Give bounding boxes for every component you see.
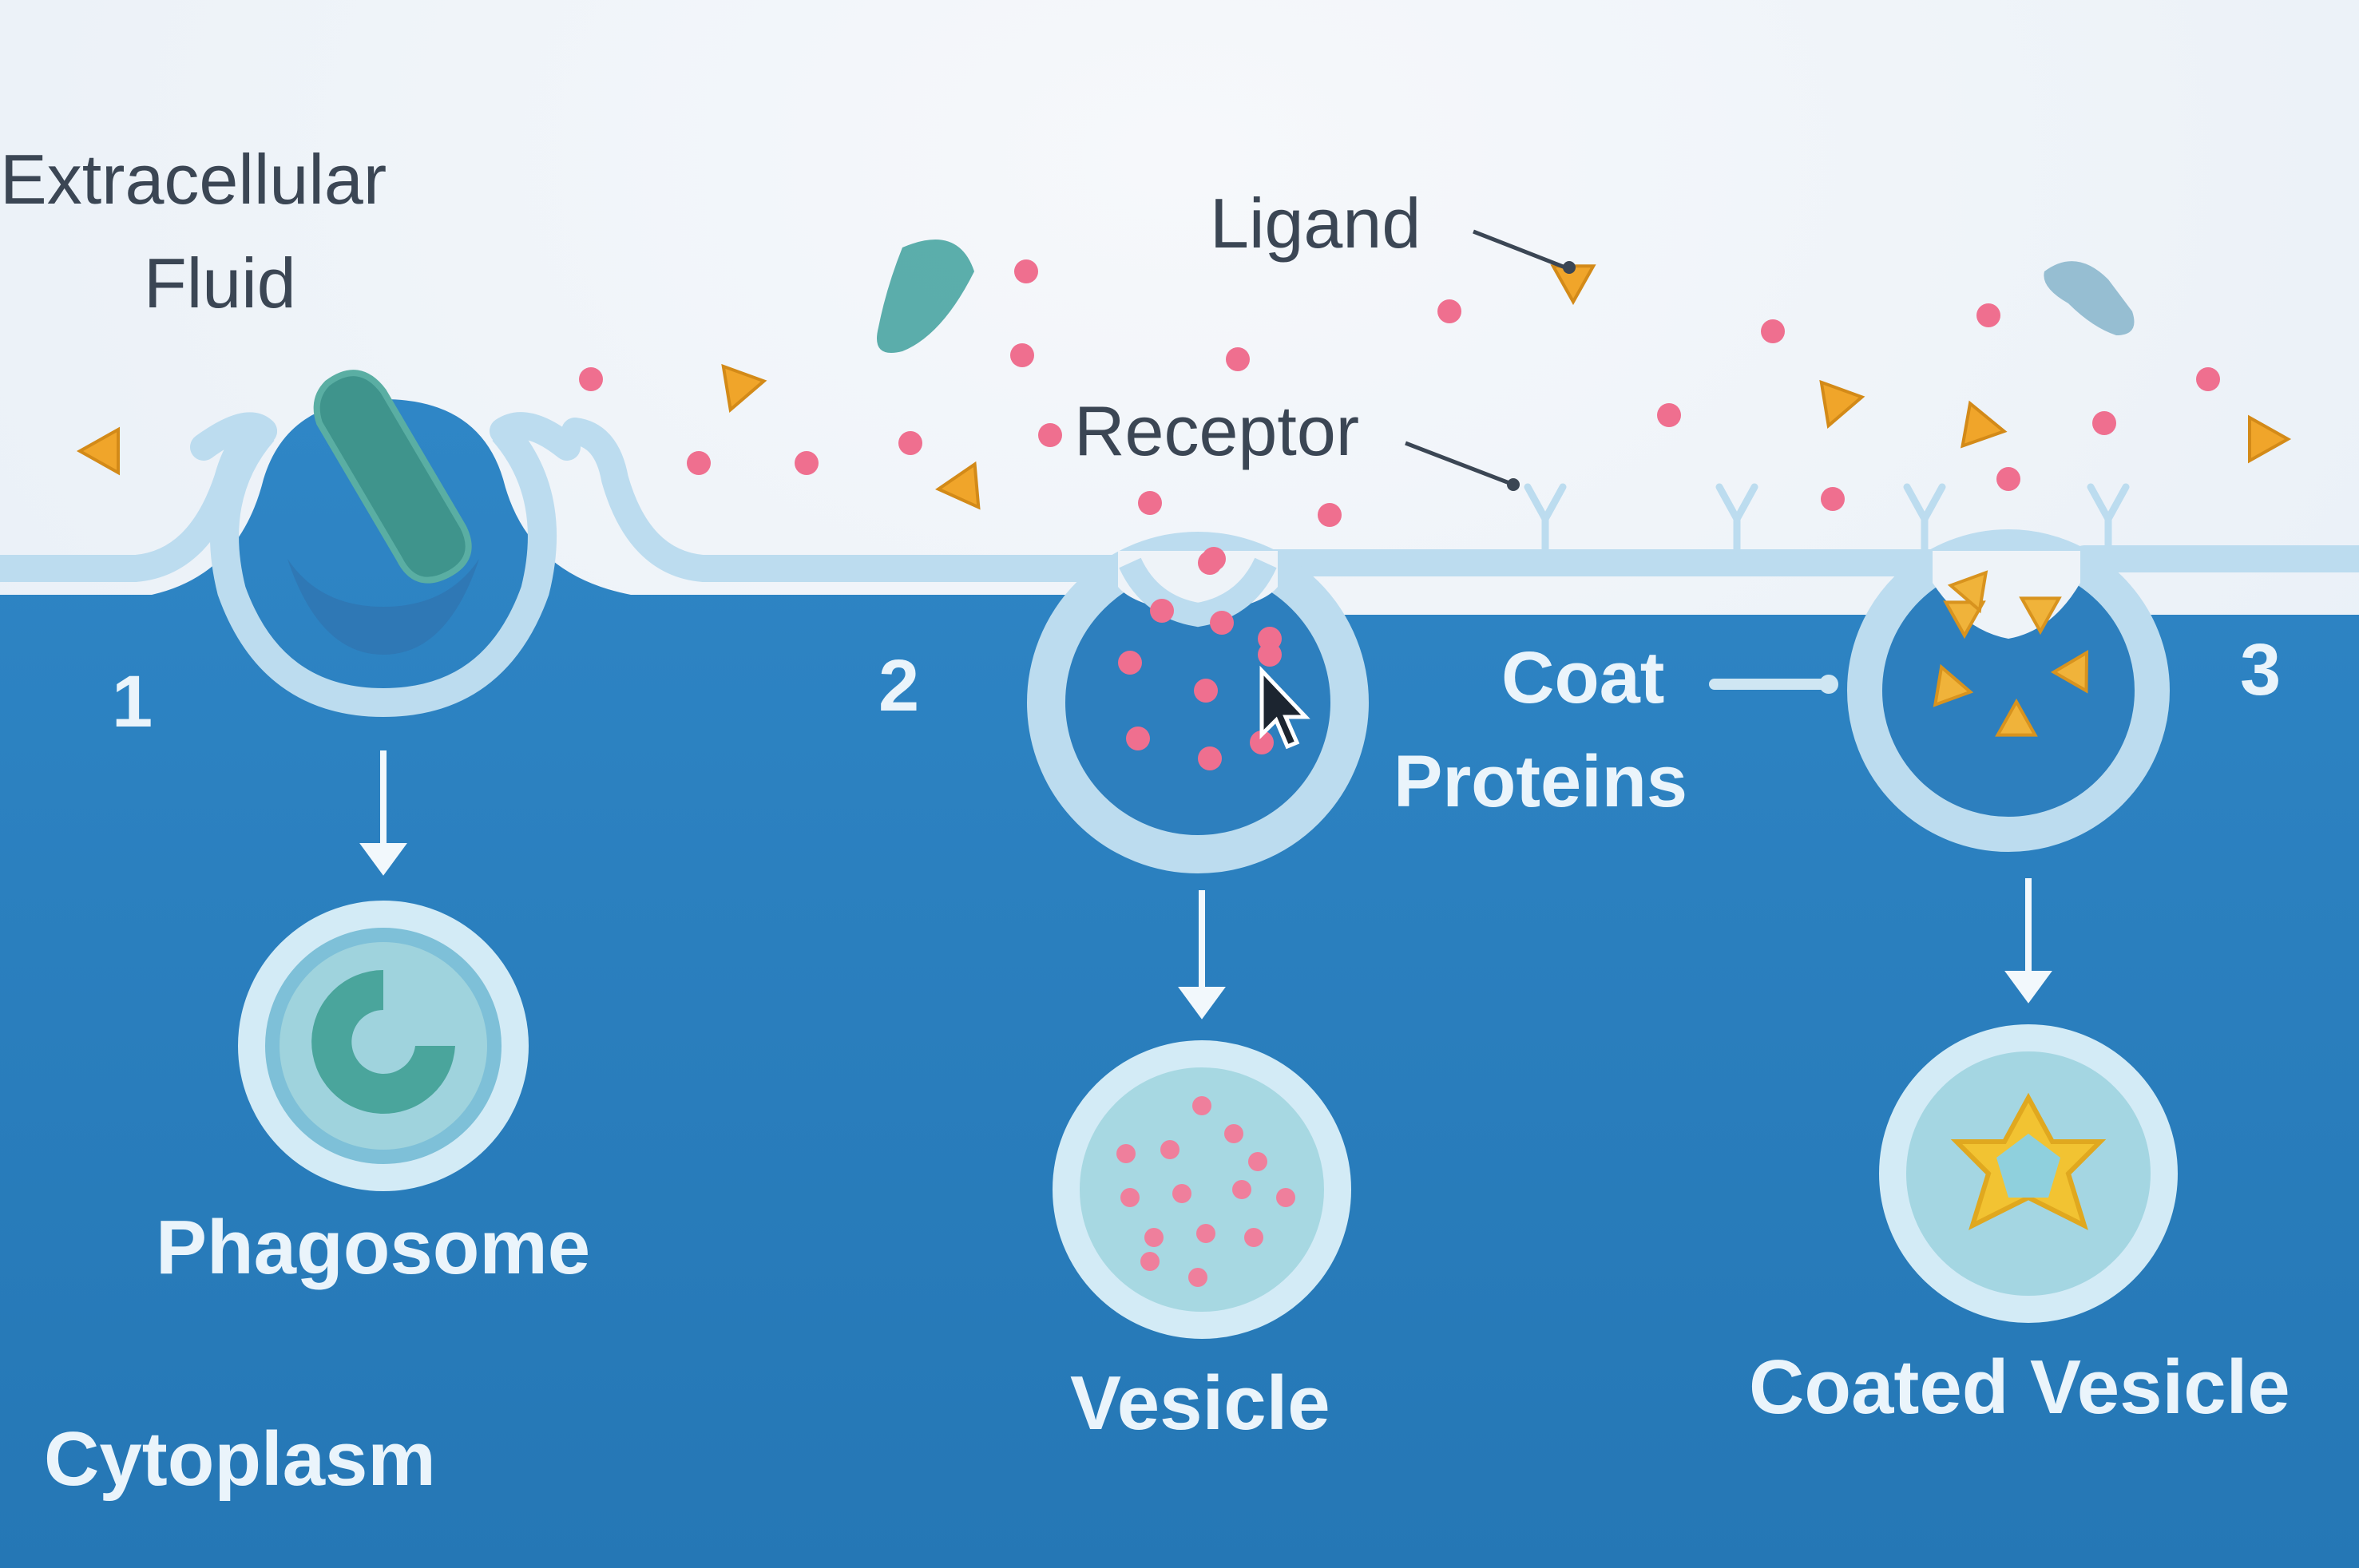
ligand-dot	[1657, 403, 1681, 427]
receptor-label: Receptor	[1074, 391, 1359, 470]
receptor	[1524, 483, 1567, 563]
phagosome-vesicle	[238, 901, 529, 1191]
ligand-dot	[1976, 303, 2000, 327]
plasma-membrane-right	[1252, 545, 2359, 576]
vesicle-dot	[1224, 1124, 1243, 1143]
ligand-dot	[1821, 487, 1845, 511]
ligand-dot	[1202, 547, 1226, 571]
cytoplasm-region	[0, 399, 2359, 1568]
ligand-triangle	[935, 461, 981, 510]
ligand-dot	[1010, 343, 1034, 367]
ligand-dot	[2196, 367, 2220, 391]
vesicle-label: Vesicle	[1070, 1360, 1330, 1446]
receptor-leader-line	[1405, 441, 1510, 485]
ligand-dot	[795, 451, 819, 475]
coated-vesicle	[1879, 1024, 2178, 1323]
coat-leader-line	[1709, 679, 1829, 690]
coat-leader-dot	[1819, 675, 1838, 694]
vesicle-dot	[1160, 1140, 1180, 1159]
vesicle-dot	[1196, 1224, 1215, 1243]
vesicle-dot	[1244, 1228, 1263, 1247]
ligand-dot	[1318, 503, 1342, 527]
vesicle-dot	[1276, 1188, 1295, 1207]
receptor	[1903, 483, 1946, 563]
ligand-dot	[1258, 643, 1282, 667]
ligand-triangle	[76, 426, 120, 476]
step-1-number: 1	[112, 661, 153, 742]
ligand-label: Ligand	[1210, 184, 1421, 263]
coat-protein	[1943, 600, 1986, 639]
ligand-triangle	[1961, 400, 2008, 449]
vesicle-dot	[1140, 1252, 1160, 1271]
phagocytosis-pocket	[190, 412, 581, 718]
ligand-triangle	[721, 363, 767, 414]
coat-protein	[2019, 596, 2062, 636]
coat-protein	[2050, 649, 2089, 694]
vesicle-dot	[1120, 1188, 1140, 1207]
extracellular-label-line2: Fluid	[144, 244, 296, 323]
ligand-dot	[2092, 411, 2116, 435]
step-3-number: 3	[2240, 629, 2281, 711]
ligand-leader-line	[1473, 229, 1566, 270]
vesicle-dot	[1232, 1180, 1251, 1199]
vesicle-dot	[1188, 1268, 1207, 1287]
vesicle-dot	[1172, 1184, 1191, 1203]
vesicle-dot	[1248, 1152, 1267, 1171]
ligand-dot	[1198, 746, 1222, 770]
extracellular-label-line1: Extracellular	[0, 140, 387, 219]
receptor	[1715, 483, 1758, 563]
bacterium-fragment	[2044, 261, 2135, 335]
ligand-dot	[898, 431, 922, 455]
pinocytosis-pocket	[1027, 532, 1369, 873]
phagosome-label: Phagosome	[156, 1205, 590, 1290]
ligand-triangle	[2248, 414, 2292, 464]
ligand-particles	[76, 259, 2292, 770]
vesicle-dot	[1116, 1144, 1136, 1163]
coat-protein	[1995, 698, 2038, 737]
ligand-dot	[1038, 423, 1062, 447]
ligand-dot	[1014, 259, 1038, 283]
ligand-dot	[579, 367, 603, 391]
coat-protein	[1933, 663, 1974, 707]
ligand-dot	[687, 451, 711, 475]
vesicle-dot	[1144, 1228, 1164, 1247]
pointer-cursor-icon	[1259, 665, 1310, 750]
ligand-dot	[1250, 731, 1274, 754]
ligand-dot	[1226, 347, 1250, 371]
step-2-number: 2	[878, 645, 919, 727]
receptor-leader-dot	[1507, 478, 1520, 491]
ligand-dot	[1126, 727, 1150, 750]
coated-vesicle-label: Coated Vesicle	[1749, 1344, 2290, 1430]
ligand-dot	[1210, 611, 1234, 635]
ligand-dot	[1996, 467, 2020, 491]
vesicle	[1053, 1040, 1351, 1339]
arrows	[359, 750, 2052, 1020]
ligand-dot	[1761, 319, 1785, 343]
ligand-dot	[1118, 651, 1142, 675]
vesicle-dot	[1192, 1096, 1211, 1115]
ligand-triangle	[1819, 379, 1865, 430]
ligand-dot	[1194, 679, 1218, 703]
bacterium	[313, 370, 472, 584]
receptors	[1524, 483, 2130, 563]
ligand-leader-dot	[1563, 261, 1576, 274]
coat-proteins-label-line1: Coat	[1501, 637, 1664, 719]
cytoplasm-label: Cytoplasm	[44, 1416, 436, 1502]
ligand-dot	[1150, 599, 1174, 623]
coat-protein	[1947, 570, 1988, 614]
ligand-dot	[1138, 491, 1162, 515]
receptor-mediated-pocket	[1847, 529, 2170, 852]
coat-proteins	[1933, 570, 2089, 737]
coat-proteins-label-line2: Proteins	[1394, 741, 1687, 822]
bacterium-fragment	[877, 240, 974, 353]
ligand-dot	[1437, 299, 1461, 323]
receptor	[2087, 483, 2130, 563]
